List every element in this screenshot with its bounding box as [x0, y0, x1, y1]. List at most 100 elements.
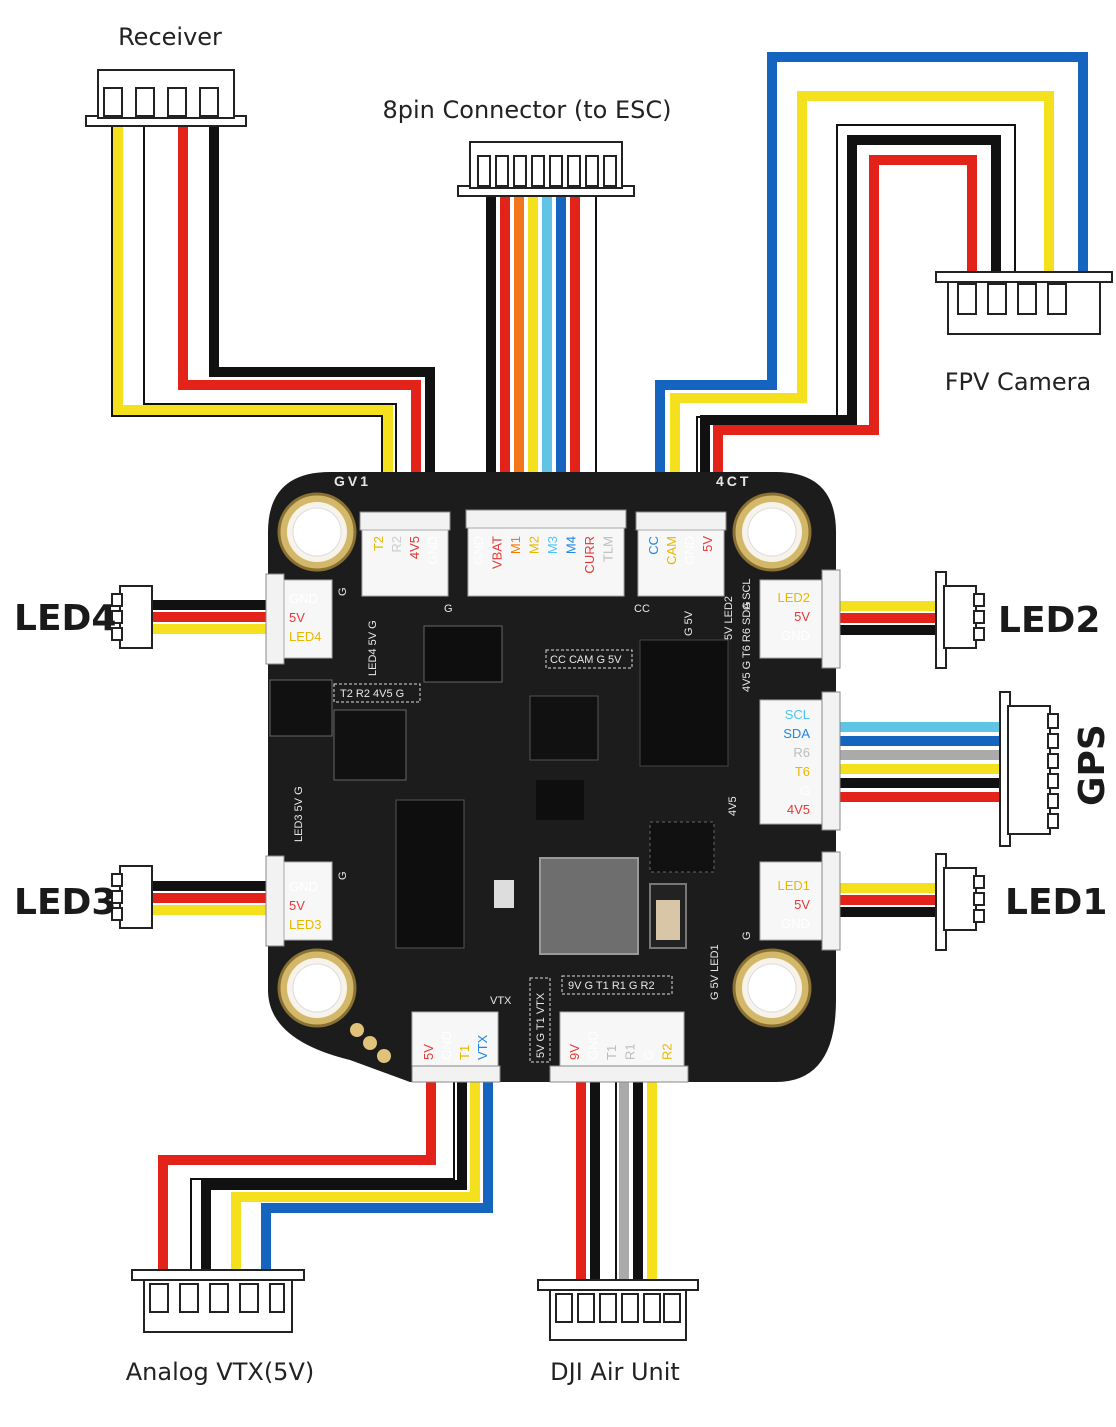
label-dji: DJI Air Unit [550, 1358, 680, 1386]
led2-pin-labels: LED2 5V GND [777, 590, 810, 643]
fpv-plug [935, 271, 1113, 335]
vtx-wire-blue [261, 1080, 493, 1272]
led3-connector [265, 855, 333, 947]
silk-led4: LED4 5V G [367, 620, 379, 676]
mcu-chip [529, 695, 599, 761]
vtx-wire-yellow [231, 1080, 480, 1272]
capacitor-body [656, 900, 680, 940]
gps-pin-label: R6 [793, 745, 810, 760]
receiver-pin-label: 4V5 [407, 536, 422, 559]
gps-pin-label: T6 [795, 764, 810, 779]
label-esc: 8pin Connector (to ESC) [382, 96, 671, 124]
silk-led3: LED3 5V G [293, 786, 305, 842]
esc-plug [457, 141, 635, 197]
gps-plug [999, 691, 1059, 847]
silk-dji: 9V G T1 R1 G R2 [568, 980, 655, 992]
mounting-hole-bl [277, 948, 357, 1028]
led3-pin-label: 5V [289, 898, 305, 913]
led3-wires [152, 881, 268, 915]
led3-plug [111, 865, 153, 929]
led1-pin-label: 5V [794, 897, 810, 912]
led2-pin-label: 5V [794, 609, 810, 624]
receiver-wire-red [178, 118, 421, 512]
led4-pin-label: GND [289, 591, 318, 606]
label-vtx: Analog VTX(5V) [126, 1358, 314, 1386]
fpv-wires [655, 52, 1088, 512]
led2-wires [838, 601, 942, 635]
esc-pin-label: M2 [527, 536, 542, 554]
receiver-wires [111, 118, 435, 512]
led4-pin-label: 5V [289, 610, 305, 625]
receiver-wire-yellow [113, 118, 393, 512]
mounting-hole-tl [277, 492, 357, 572]
esc-pin-label: GND [471, 536, 486, 565]
external-plugs [85, 69, 1113, 1341]
vtx-plug [131, 1269, 305, 1333]
silk-t2r24v5g: T2 R2 4V5 G [340, 688, 404, 700]
vtx-pin-label: 5V [421, 1044, 436, 1060]
led1-pin-label: GND [781, 916, 810, 931]
silk-vtx-v: 5V G T1 VTX [535, 992, 547, 1058]
silk-gps: 4V5 G T6 R6 SDA SCL [741, 578, 753, 692]
led1-pin-label: LED1 [777, 878, 810, 893]
esc-pin-label: M3 [545, 536, 560, 554]
receiver-connector [359, 511, 451, 597]
small-chip-2 [269, 679, 333, 737]
components [269, 625, 729, 955]
led4-pin-label: LED4 [289, 629, 322, 644]
vtx-wire-white-outline [190, 1080, 455, 1272]
receiver-wire-white [145, 118, 407, 512]
led2-pin-label: LED2 [777, 590, 810, 605]
led1-wires [838, 883, 942, 917]
led2-pin-label: GND [781, 628, 810, 643]
fpv-pin-label: GND [682, 536, 697, 565]
fpv-pin-label: CC [646, 536, 661, 555]
dji-plug [537, 1279, 699, 1341]
silk-gps-4v5: 4V5 [727, 796, 739, 816]
silk-labels: T2 R2 4V5 G CC CAM G 5V LED4 5V G LED3 5… [293, 578, 753, 1063]
fpv-wire-yellow [670, 91, 1054, 512]
gyro-chip [423, 625, 503, 683]
silk-corner-tl: GV1 [334, 473, 371, 489]
fpv-wire-black [700, 135, 1001, 512]
board-connectors [265, 509, 841, 1083]
dji-pin-label: T1 [604, 1045, 619, 1060]
silk-cc-cam: CC CAM G 5V [550, 654, 622, 666]
gps-pin-label: G [800, 783, 810, 798]
mounting-hole-br [732, 948, 812, 1028]
fpv-wire-blue [655, 52, 1088, 512]
receiver-wire-outline1 [111, 118, 383, 512]
vtx-wire-red [158, 1080, 436, 1272]
receiver-wire-black [209, 118, 435, 512]
dji-pin-label: R1 [623, 1043, 638, 1060]
vtx-wire-black [201, 1080, 467, 1272]
silk-g-rx: G [444, 603, 453, 615]
mounting-holes [277, 492, 812, 1028]
dji-pin-label: R2 [660, 1043, 675, 1060]
mosfet [333, 709, 407, 781]
silk-g-led4: G [337, 587, 349, 596]
gps-pin-label: SDA [783, 726, 810, 741]
led1-plug [935, 853, 985, 951]
vtx-wires [158, 1080, 493, 1272]
silk-corner-tr: 4CT [716, 473, 751, 489]
silk-led2: 5V LED2 [723, 596, 735, 640]
fpv-wire-white [685, 113, 1027, 512]
dji-connector [549, 1011, 689, 1083]
silk-cc: CC [634, 603, 650, 615]
osd-chip [639, 639, 729, 767]
vtx-pin-label: T1 [457, 1045, 472, 1060]
receiver-wire-white-outline [143, 118, 397, 512]
fpv-pin-label: CAM [664, 536, 679, 565]
esc-wires [486, 190, 597, 512]
esc-pin-label: CURR [582, 536, 597, 574]
gps-pin-label: SCL [785, 707, 810, 722]
led2-plug [935, 571, 985, 669]
led4-plug [111, 585, 153, 649]
label-led2: LED2 [998, 600, 1100, 641]
